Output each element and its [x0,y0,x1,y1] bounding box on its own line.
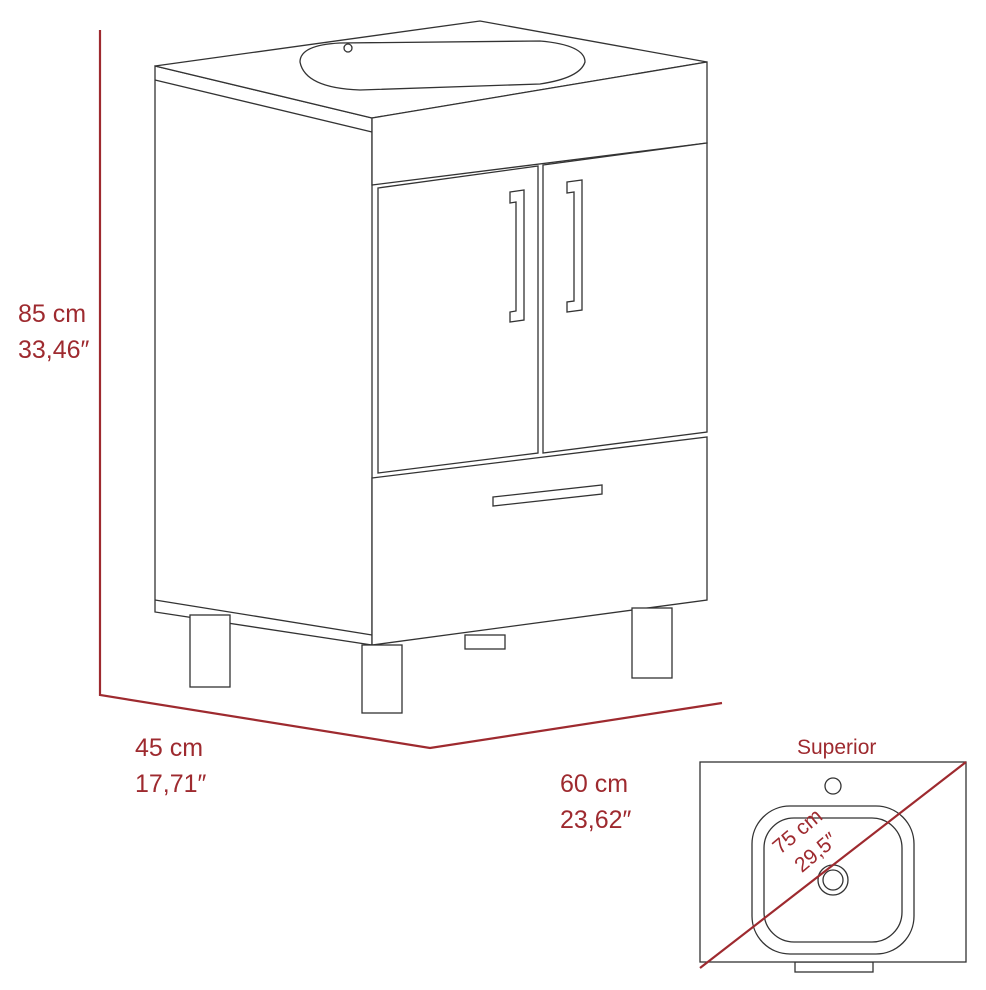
drawer-handle [492,484,603,507]
dimension-lines [98,30,723,750]
cabinet-side [154,65,373,646]
drain-inner [822,869,844,891]
right-door-handle [566,179,583,313]
right-door [542,142,708,454]
leg-back-right [464,634,506,650]
top-view-title: Superior [797,736,876,759]
depth-in-label: 17,71″ [135,770,207,798]
height-cm-label: 85 cm [18,300,86,328]
left-door [377,165,539,474]
faucet-hole [343,43,353,53]
top-basin-inner [763,817,903,943]
top-view-tab [794,961,874,973]
top-view: Superior 75 cm 29,5″ [699,736,967,973]
width-in-label: 23,62″ [560,806,632,834]
top-faucet-hole [824,777,842,795]
leg-back-left [189,614,231,688]
drawer [371,436,708,646]
top-basin-outer [751,805,915,955]
sink-basin [299,40,586,91]
leg-front-left [361,644,403,714]
diagonal-dimension-line [699,761,967,969]
width-cm-label: 60 cm [560,770,628,798]
height-in-label: 33,46″ [18,336,90,364]
depth-cm-label: 45 cm [135,734,203,762]
vanity-cabinet [154,20,708,714]
leg-front-right [631,607,673,679]
left-door-handle [509,189,525,323]
